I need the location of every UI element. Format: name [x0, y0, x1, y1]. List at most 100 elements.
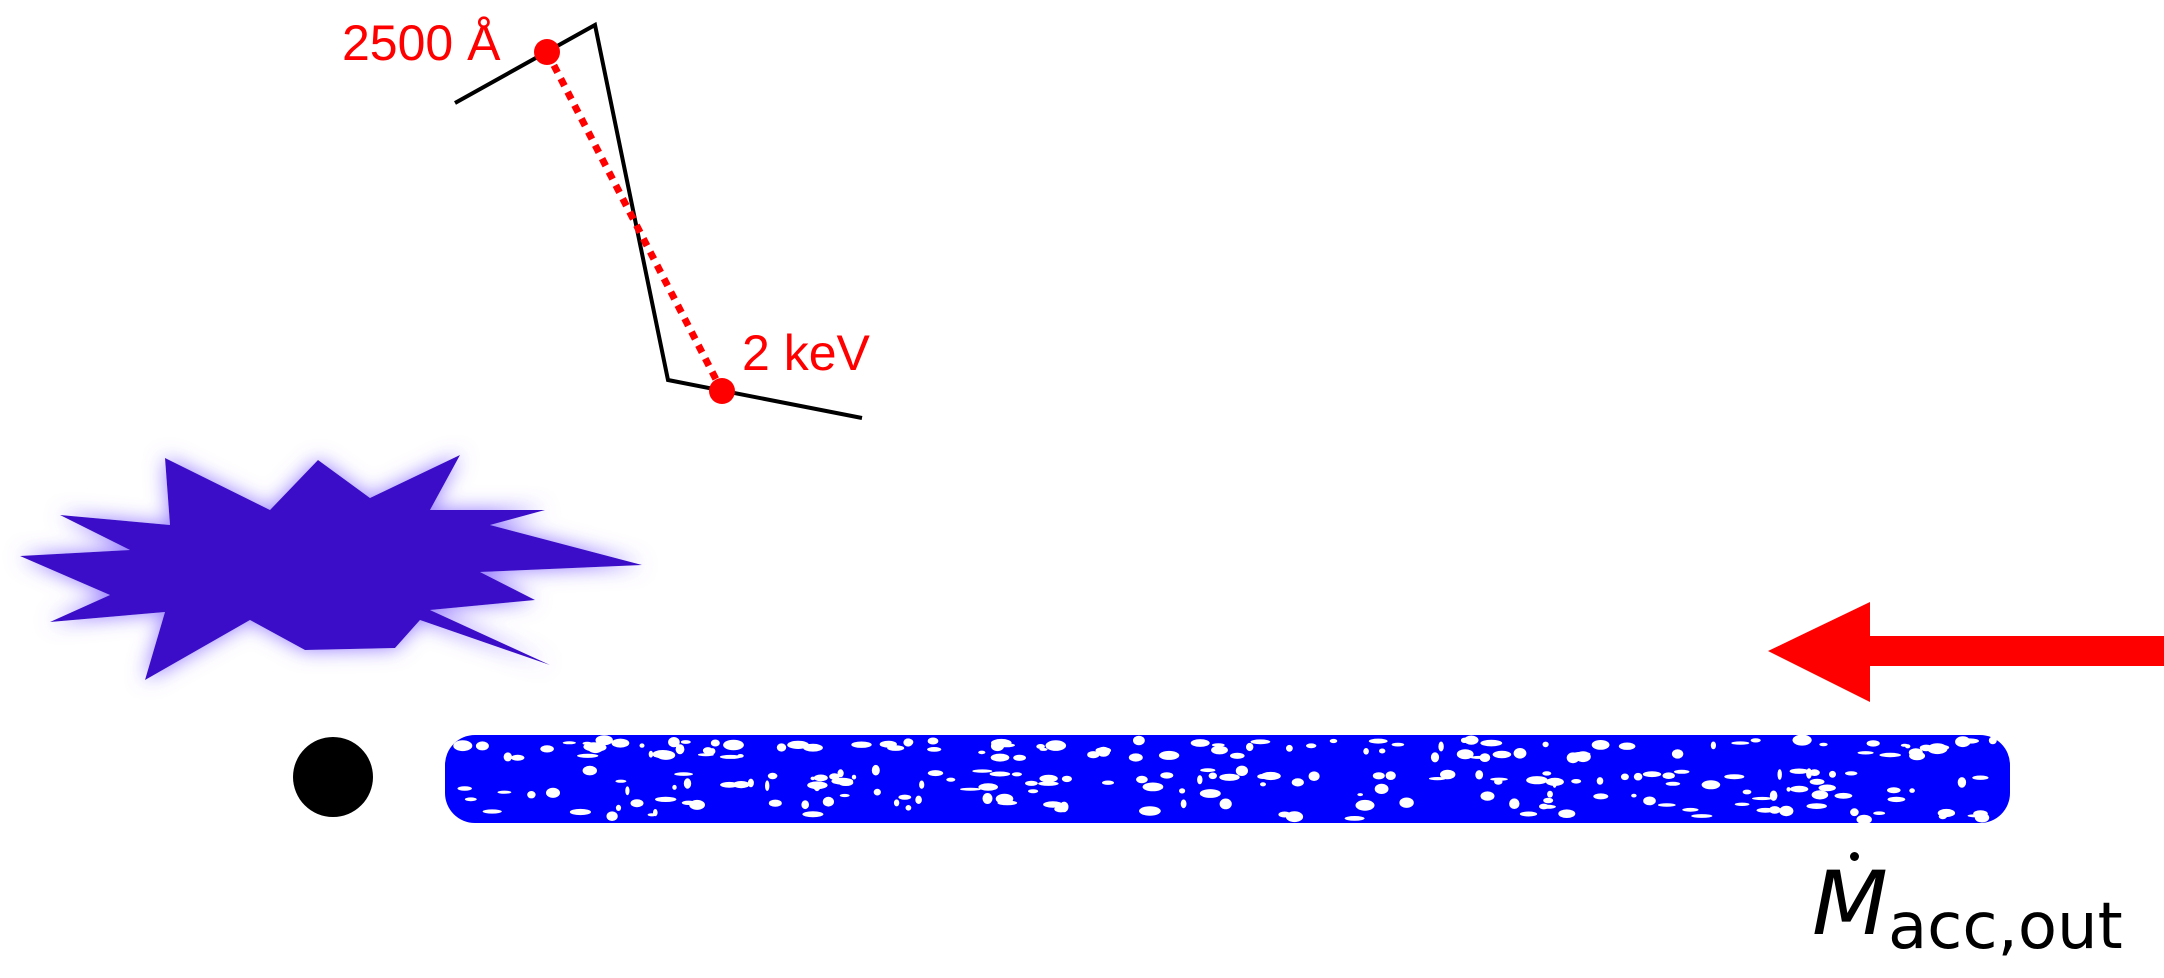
- black-hole-icon: [293, 737, 373, 817]
- disk-speckle: [1136, 775, 1148, 784]
- disk-speckle: [1391, 742, 1405, 747]
- disk-speckle: [1701, 780, 1721, 790]
- disk-speckle: [1967, 814, 1985, 818]
- disk-speckle: [1430, 752, 1440, 763]
- disk-speckle: [1957, 777, 1967, 788]
- disk-speckle: [648, 750, 654, 758]
- disk-speckle: [710, 739, 720, 747]
- disk-speckle: [887, 745, 905, 751]
- disk-speckle: [1960, 738, 1979, 744]
- disk-speckle: [1786, 787, 1791, 792]
- disk-speckle: [1200, 768, 1216, 773]
- disk-speckle: [1752, 796, 1773, 801]
- disk-speckle: [1856, 814, 1872, 825]
- disk-speckle: [1789, 768, 1809, 774]
- disk-speckle: [919, 780, 925, 789]
- disk-speckle: [1734, 802, 1750, 806]
- disk-speckle: [1139, 806, 1161, 816]
- disk-speckle: [898, 794, 912, 800]
- disk-speckle: [1620, 773, 1629, 781]
- disk-speckle: [652, 750, 674, 759]
- disk-speckle: [1475, 770, 1484, 780]
- disk-speckle: [1887, 787, 1901, 794]
- disk-speckle: [960, 787, 981, 791]
- disk-speckle: [1513, 748, 1527, 759]
- disk-speckle: [1260, 782, 1266, 787]
- disk-speckle: [1306, 743, 1317, 749]
- disk-speckle: [546, 787, 560, 798]
- disk-speckle: [915, 795, 922, 804]
- disk-speckle: [802, 811, 824, 818]
- disk-speckle: [851, 741, 872, 748]
- inflow-arrow-icon: [1768, 602, 2164, 702]
- disk-speckle: [674, 772, 693, 776]
- disk-speckle: [719, 754, 742, 759]
- disk-speckle: [1710, 741, 1716, 750]
- disk-speckle: [1526, 776, 1548, 785]
- disk-speckle: [668, 737, 680, 748]
- disk-speckle: [1329, 738, 1338, 744]
- disk-speckle: [1542, 771, 1552, 776]
- disk-speckle: [978, 783, 998, 791]
- disk-speckle: [822, 796, 835, 807]
- disk-speckle: [1230, 752, 1245, 759]
- disk-speckle: [511, 754, 525, 761]
- disk-speckle: [1054, 805, 1068, 813]
- disk-speckle: [1039, 774, 1058, 783]
- disk-speckle: [829, 773, 840, 780]
- disk-speckle: [1440, 769, 1456, 780]
- disk-speckle: [1492, 750, 1512, 759]
- disk-speckle: [506, 752, 511, 761]
- disk-speckle: [639, 743, 645, 748]
- disk-speckle: [946, 777, 956, 782]
- disk-speckle: [1829, 770, 1836, 778]
- disk-speckle: [1819, 742, 1828, 747]
- disk-speckle: [1308, 771, 1320, 781]
- disk-speckle: [1509, 798, 1520, 809]
- disk-speckle: [655, 796, 677, 803]
- disk-speckle: [1219, 798, 1232, 810]
- disk-speckle: [1374, 783, 1389, 795]
- disk-speckle: [1355, 799, 1375, 811]
- disk-speckle: [1572, 751, 1591, 756]
- disk-speckle: [1190, 739, 1210, 747]
- disk-speckle: [702, 747, 713, 755]
- disk-speckle: [972, 769, 993, 773]
- disk-speckle: [737, 754, 744, 758]
- disk-speckle: [1547, 790, 1553, 798]
- disk-speckle: [1257, 774, 1268, 779]
- disk-speckle: [1908, 748, 1923, 757]
- uv-point: [534, 39, 560, 65]
- disk-speckle: [1642, 771, 1662, 778]
- disk-speckle: [903, 738, 913, 747]
- disk-speckle: [587, 742, 604, 754]
- disk-speckle: [1399, 797, 1414, 808]
- disk-speckle: [1643, 796, 1656, 806]
- disk-speckle: [1806, 803, 1827, 809]
- disk-speckle: [1777, 769, 1782, 780]
- disk-speckle: [1988, 736, 1997, 745]
- disk-speckle: [630, 799, 644, 808]
- disk-speckle: [1691, 814, 1713, 818]
- disk-speckle: [1792, 734, 1812, 746]
- disk-speckle: [582, 765, 597, 776]
- disk-speckle: [1809, 778, 1825, 785]
- disk-speckle: [1900, 743, 1909, 747]
- disk-speckle: [1857, 751, 1874, 755]
- disk-speckle: [1552, 778, 1557, 788]
- disk-speckle: [1850, 808, 1859, 817]
- disk-speckle: [681, 800, 696, 805]
- disk-speckle: [1879, 752, 1901, 758]
- disk-speckle: [1591, 740, 1610, 750]
- disk-speckle: [1938, 813, 1947, 820]
- disk-speckle: [1219, 773, 1240, 781]
- disk-speckle: [807, 781, 828, 790]
- disk-speckle: [1662, 772, 1675, 779]
- disk-speckle: [1160, 772, 1174, 779]
- disk-speckle: [1543, 797, 1554, 804]
- disk-speckle: [1036, 744, 1045, 749]
- disk-speckle: [723, 739, 744, 751]
- disk-speckle: [672, 784, 677, 790]
- disk-speckle: [1834, 792, 1853, 799]
- disk-speckle: [615, 804, 622, 812]
